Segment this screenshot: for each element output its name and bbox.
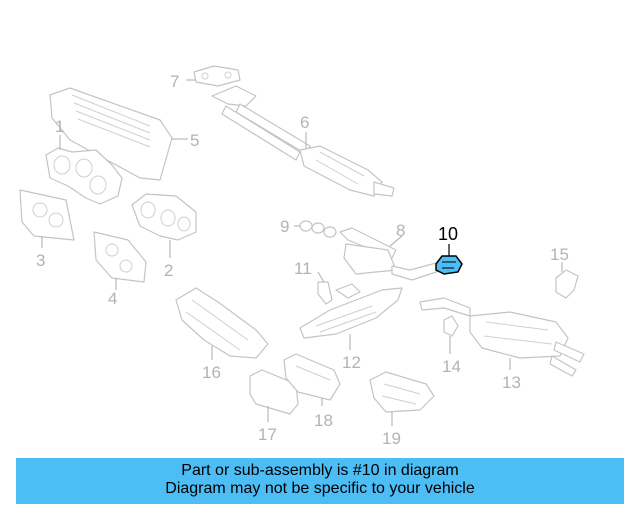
- part-2-manifold: [131, 193, 197, 258]
- callout-9: 9: [280, 217, 289, 236]
- part-1-exhaust-manifold: [45, 135, 123, 205]
- callout-7: 7: [170, 72, 179, 91]
- part-14-clip: [443, 315, 459, 354]
- callout-13: 13: [502, 373, 521, 392]
- part-4-gasket: [93, 231, 147, 290]
- banner-line-disclaimer: Diagram may not be specific to your vehi…: [165, 480, 475, 497]
- callout-14: 14: [442, 357, 461, 376]
- part-13-rear-muffler: [419, 297, 585, 377]
- part-3-gasket: [19, 189, 75, 248]
- part-10-clamp-highlighted: [435, 244, 463, 275]
- exhaust-parts-diagram: 1 2 3 4 5 6 7 8 9 10 11 12 13 14 15 16 1…: [19, 65, 585, 448]
- part-8-intermediate-pipe: [339, 227, 443, 281]
- callout-1: 1: [55, 117, 64, 136]
- callout-16: 16: [202, 363, 221, 382]
- part-info-banner: Part or sub-assembly is #10 in diagram D…: [16, 458, 624, 504]
- callout-18: 18: [314, 411, 333, 430]
- callout-12: 12: [342, 353, 361, 372]
- callout-2: 2: [164, 261, 173, 280]
- part-17-shield: [249, 369, 299, 422]
- callout-17: 17: [258, 425, 277, 444]
- callout-6: 6: [300, 113, 309, 132]
- part-9-clamp: [294, 220, 337, 238]
- callout-10: 10: [438, 224, 458, 244]
- part-7-flange: [186, 65, 241, 87]
- part-19-shield: [369, 371, 435, 426]
- part-18-shield: [283, 353, 341, 406]
- callout-3: 3: [36, 251, 45, 270]
- callout-11: 11: [294, 259, 312, 278]
- callout-15: 15: [550, 245, 569, 264]
- callout-8: 8: [396, 221, 405, 240]
- callout-4: 4: [108, 289, 117, 308]
- callout-5: 5: [190, 131, 199, 150]
- callout-19: 19: [382, 429, 401, 448]
- part-12-heat-shield: [299, 287, 403, 350]
- part-11-bracket: [317, 271, 361, 305]
- part-15-hanger: [555, 262, 579, 299]
- banner-line-part: Part or sub-assembly is #10 in diagram: [181, 462, 459, 479]
- part-5-heat-shield: [49, 87, 188, 181]
- part-6-front-pipe: [211, 85, 395, 197]
- part-16-heat-shield: [175, 287, 269, 360]
